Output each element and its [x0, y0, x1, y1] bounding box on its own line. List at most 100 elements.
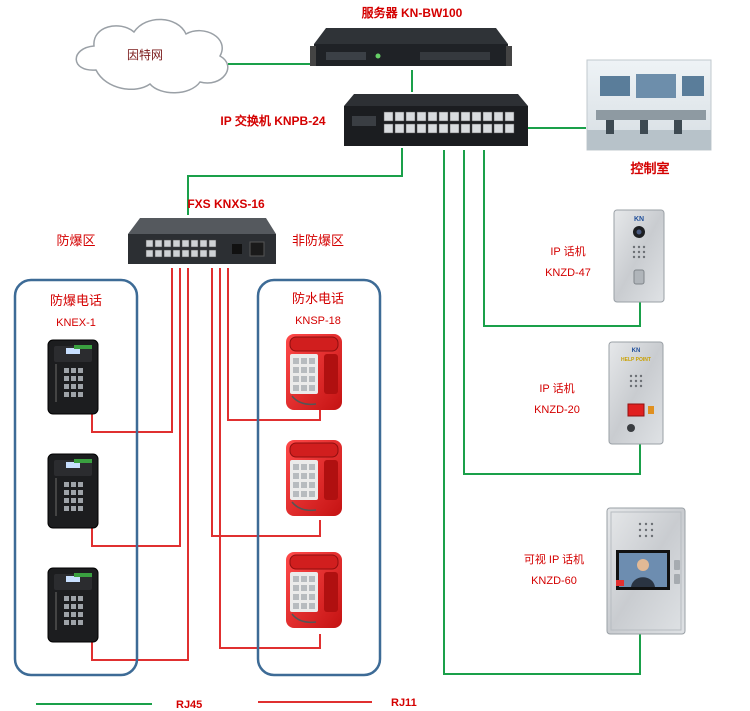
- phone-key: [64, 498, 69, 503]
- waterproof-phones: [286, 334, 342, 628]
- explosion-proof-zone-box: [13, 278, 139, 677]
- zone-label-non-explosion-proof: 非防爆区: [292, 233, 344, 248]
- phone-key: [301, 576, 307, 582]
- rj11-wires: [91, 268, 321, 661]
- fxs-port: [208, 239, 217, 248]
- switch-title: IP 交换机 KNPB-24: [220, 113, 325, 128]
- waterproof-phone-title: 防水电话: [292, 291, 344, 306]
- phone-key: [293, 491, 299, 497]
- phone-key: [309, 367, 315, 373]
- phone-hook: [324, 572, 338, 612]
- phone-key: [301, 603, 307, 609]
- phone-key: [71, 392, 76, 397]
- fxs-title: FXS KNXS-16: [187, 197, 265, 211]
- fxs-power-socket: [249, 241, 265, 257]
- phone-key: [301, 585, 307, 591]
- rj45-wires: [187, 63, 641, 675]
- knzd-20-emergency-button: [627, 403, 645, 417]
- phone-key: [309, 358, 315, 364]
- switch-port: [427, 123, 438, 134]
- knzd-20-model: KNZD-20: [534, 404, 580, 416]
- fxs-port: [145, 239, 154, 248]
- switch-port: [449, 111, 460, 122]
- fxs-port: [163, 249, 172, 258]
- phone-key: [71, 498, 76, 503]
- phone-key: [309, 585, 315, 591]
- waterproof-phone-1: [286, 334, 342, 410]
- knzd-20-title: IP 话机: [539, 381, 574, 395]
- server-title: 服务器 KN-BW100: [362, 5, 463, 20]
- switch-port: [460, 111, 471, 122]
- phone-brand-strip: [74, 573, 92, 577]
- phone-key: [64, 620, 69, 625]
- phone-key: [293, 367, 299, 373]
- phone-key: [71, 482, 76, 487]
- phone-key: [78, 620, 83, 625]
- control-room-label: 控制室: [630, 161, 669, 176]
- knzd-20-speaker: [629, 374, 643, 388]
- wire-switch-fxs: [187, 148, 403, 215]
- phone-display: [66, 348, 80, 354]
- phone-key: [309, 603, 315, 609]
- switch-port: [482, 123, 493, 134]
- phone-key: [78, 392, 83, 397]
- ip-phone-knzd-60: 可视 IP 话机 KNZD-60: [524, 507, 686, 635]
- cloud-shape: [75, 18, 229, 94]
- switch-port: [482, 111, 493, 122]
- fxs-power-switch: [232, 244, 242, 254]
- phone-key: [78, 376, 83, 381]
- phone-key: [78, 384, 83, 389]
- switch-port: [493, 123, 504, 134]
- switch-label-plate: [352, 116, 376, 126]
- knzd-20-camera: [627, 424, 635, 432]
- waterproof-zone: 防水电话 KNSP-18: [256, 278, 382, 677]
- knzd-47-call-button: [633, 269, 645, 285]
- switch-port: [416, 123, 427, 134]
- phone-key: [64, 612, 69, 617]
- phone-key: [301, 594, 307, 600]
- fxs-port: [145, 249, 154, 258]
- switch-port: [405, 111, 416, 122]
- wire-fxs-knex-1: [91, 268, 173, 433]
- phone-key: [71, 490, 76, 495]
- wire-switch-knzd47: [483, 150, 641, 327]
- phone-key: [64, 384, 69, 389]
- phone-key: [64, 482, 69, 487]
- knzd-20-help-point: HELP POINT: [621, 357, 651, 363]
- phone-cord: [291, 501, 317, 512]
- phone-cord: [291, 613, 317, 624]
- fxs-port: [181, 249, 190, 258]
- phone-key: [301, 376, 307, 382]
- phone-key: [293, 464, 299, 470]
- phone-key: [78, 506, 83, 511]
- phone-key: [71, 376, 76, 381]
- phone-key: [309, 576, 315, 582]
- phone-key: [301, 464, 307, 470]
- phone-key: [78, 612, 83, 617]
- phone-key: [78, 490, 83, 495]
- wire-fxs-knex-3: [91, 268, 189, 661]
- switch-port: [438, 111, 449, 122]
- fxs-ports: [145, 239, 265, 258]
- knzd-47-speaker: [632, 245, 646, 259]
- fxs-port: [172, 239, 181, 248]
- fxs-port: [154, 249, 163, 258]
- phone-key: [301, 367, 307, 373]
- explosion-phone-1: [47, 339, 99, 415]
- switch-port: [504, 123, 515, 134]
- phone-key: [64, 368, 69, 373]
- wire-fxs-knsp-3: [219, 268, 321, 649]
- phone-key: [64, 490, 69, 495]
- waterproof-phone-2: [286, 440, 342, 516]
- phone-key: [293, 603, 299, 609]
- phone-key: [309, 482, 315, 488]
- wire-switch-knzd60: [443, 150, 641, 675]
- switch-port: [438, 123, 449, 134]
- phone-key: [293, 585, 299, 591]
- switch-port: [449, 123, 460, 134]
- phone-hook: [324, 354, 338, 394]
- phone-key: [293, 385, 299, 391]
- phone-key: [71, 368, 76, 373]
- waterproof-phone-model: KNSP-18: [295, 315, 341, 327]
- phone-display: [66, 462, 80, 468]
